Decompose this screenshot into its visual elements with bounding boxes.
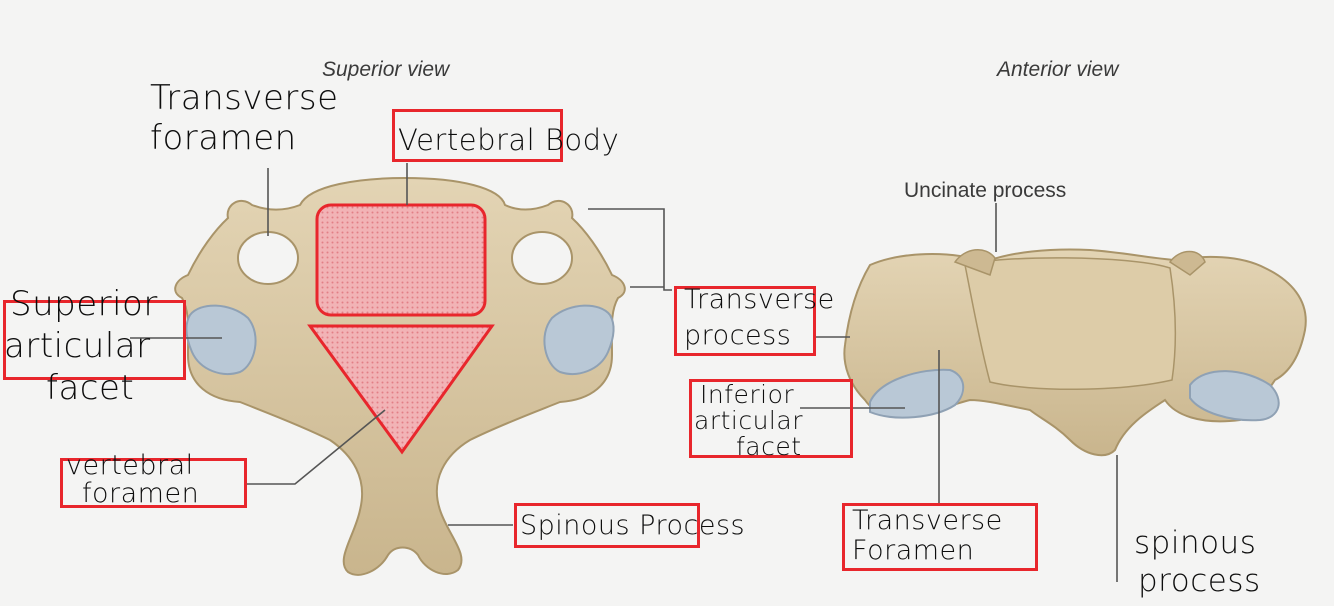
spinous-process-left-label: Spinous Process [520, 510, 746, 541]
anterior-view-caption: Anterior view [997, 58, 1119, 81]
superior-transverse-foramen-right [511, 231, 573, 285]
inferior-articular-facet-box [689, 379, 853, 458]
transverse-foramen-label-bottom: Transverse Foramen [852, 505, 1003, 566]
transverse-process-label: Transverse process [684, 284, 835, 351]
vertebral-foramen-highlight [307, 324, 495, 455]
transverse-process-box [674, 286, 816, 356]
uncinate-process-label: Uncinate process [904, 179, 1067, 202]
vertebral-foramen-box [60, 458, 247, 508]
transverse-foramen-bottom-box [842, 503, 1038, 571]
leader-lines [130, 163, 1118, 582]
anterior-inferior-facet-left [869, 368, 965, 419]
uncinate-process-left [953, 249, 996, 276]
vertebral-body-label: Vertebral Body [398, 123, 620, 157]
spinous-process-left-box [514, 503, 700, 548]
inferior-articular-facet-label: Inferior articular facet [694, 380, 803, 461]
uncinate-process-right [1168, 250, 1206, 276]
superior-transverse-foramen-left [237, 231, 299, 285]
vertebral-foramen-label: vertebral foramen [66, 450, 200, 509]
leader-vertebral-foramen [247, 409, 386, 485]
vertebral-body-box [392, 109, 563, 162]
superior-facet-left [185, 304, 257, 375]
superior-facet-right [543, 304, 615, 375]
vertebral-body-highlight [315, 203, 487, 317]
superior-view-caption: Superior view [322, 58, 450, 81]
anterior-view-vertebra [843, 248, 1307, 457]
transverse-foramen-label-top: Transverse foramen [150, 78, 339, 158]
superior-articular-facet-label: Superior articular facet [4, 284, 158, 408]
spinous-process-right-label: spinous process [1134, 525, 1261, 599]
anterior-inferior-facet-right [1189, 370, 1280, 422]
anterior-vertebral-body [964, 257, 1177, 390]
leader-transverse-process [588, 208, 672, 291]
superior-articular-facet-box [3, 300, 186, 380]
superior-view-vertebra [174, 176, 626, 576]
